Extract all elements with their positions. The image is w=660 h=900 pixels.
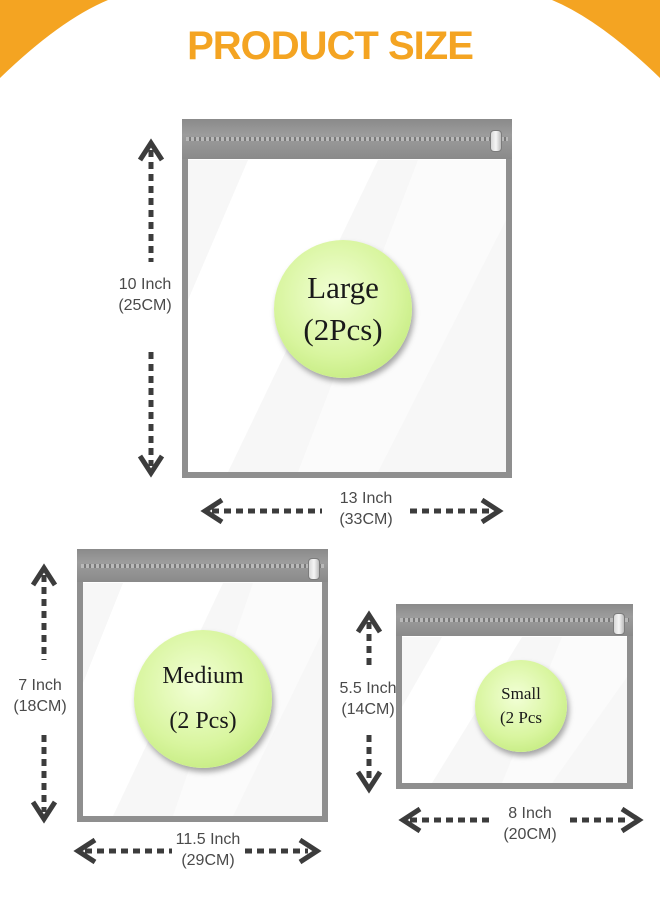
small-width-label: 8 Inch (20CM) <box>490 803 570 845</box>
large-height-arrow-icon <box>137 138 165 478</box>
medium-size-badge: Medium (2 Pcs) <box>134 630 272 768</box>
medium-width-label: 11.5 Inch (29CM) <box>165 829 251 871</box>
small-height-arrow-icon <box>355 610 383 794</box>
large-height-cm: (25CM) <box>118 297 172 314</box>
medium-height-arrow-icon <box>30 563 58 824</box>
large-width-label: 13 Inch (33CM) <box>322 488 410 530</box>
corner-accent-left <box>0 0 108 78</box>
medium-width-inch: 11.5 Inch <box>175 831 241 848</box>
small-width-cm: (20CM) <box>503 826 557 843</box>
medium-height-label: 7 Inch (18CM) <box>0 675 80 717</box>
small-size-label: Small <box>501 684 541 703</box>
medium-width-arrow-icon <box>73 837 322 865</box>
large-quantity-label: (2Pcs) <box>303 312 383 347</box>
small-height-cm: (14CM) <box>341 701 395 718</box>
zipper-strip <box>77 549 328 582</box>
small-quantity-label: (2 Pcs <box>499 708 543 727</box>
large-height-inch: 10 Inch <box>118 276 172 293</box>
medium-height-inch: 7 Inch <box>18 677 62 694</box>
medium-height-cm: (18CM) <box>13 698 67 715</box>
small-width-arrow-icon <box>398 806 644 834</box>
zipper-pull-icon <box>308 558 320 580</box>
small-height-inch: 5.5 Inch <box>339 680 397 697</box>
medium-quantity-label: (2 Pcs) <box>169 708 237 734</box>
small-width-inch: 8 Inch <box>508 805 552 822</box>
zipper-strip <box>396 604 633 636</box>
small-size-badge: Small (2 Pcs <box>475 660 567 752</box>
page-title: PRODUCT SIZE <box>187 24 474 68</box>
zipper-strip <box>182 119 512 159</box>
zipper-pull-icon <box>613 613 625 635</box>
large-height-label: 10 Inch (25CM) <box>100 274 190 316</box>
large-width-arrow-icon <box>200 497 504 525</box>
medium-width-cm: (29CM) <box>181 852 235 869</box>
large-width-cm: (33CM) <box>339 511 393 528</box>
zipper-pull-icon <box>490 130 502 152</box>
large-width-inch: 13 Inch <box>339 490 393 507</box>
medium-size-label: Medium <box>162 663 244 689</box>
large-size-badge: Large (2Pcs) <box>274 240 412 378</box>
small-height-label: 5.5 Inch (14CM) <box>330 678 406 720</box>
large-size-label: Large <box>307 270 379 305</box>
corner-accent-right <box>552 0 660 78</box>
